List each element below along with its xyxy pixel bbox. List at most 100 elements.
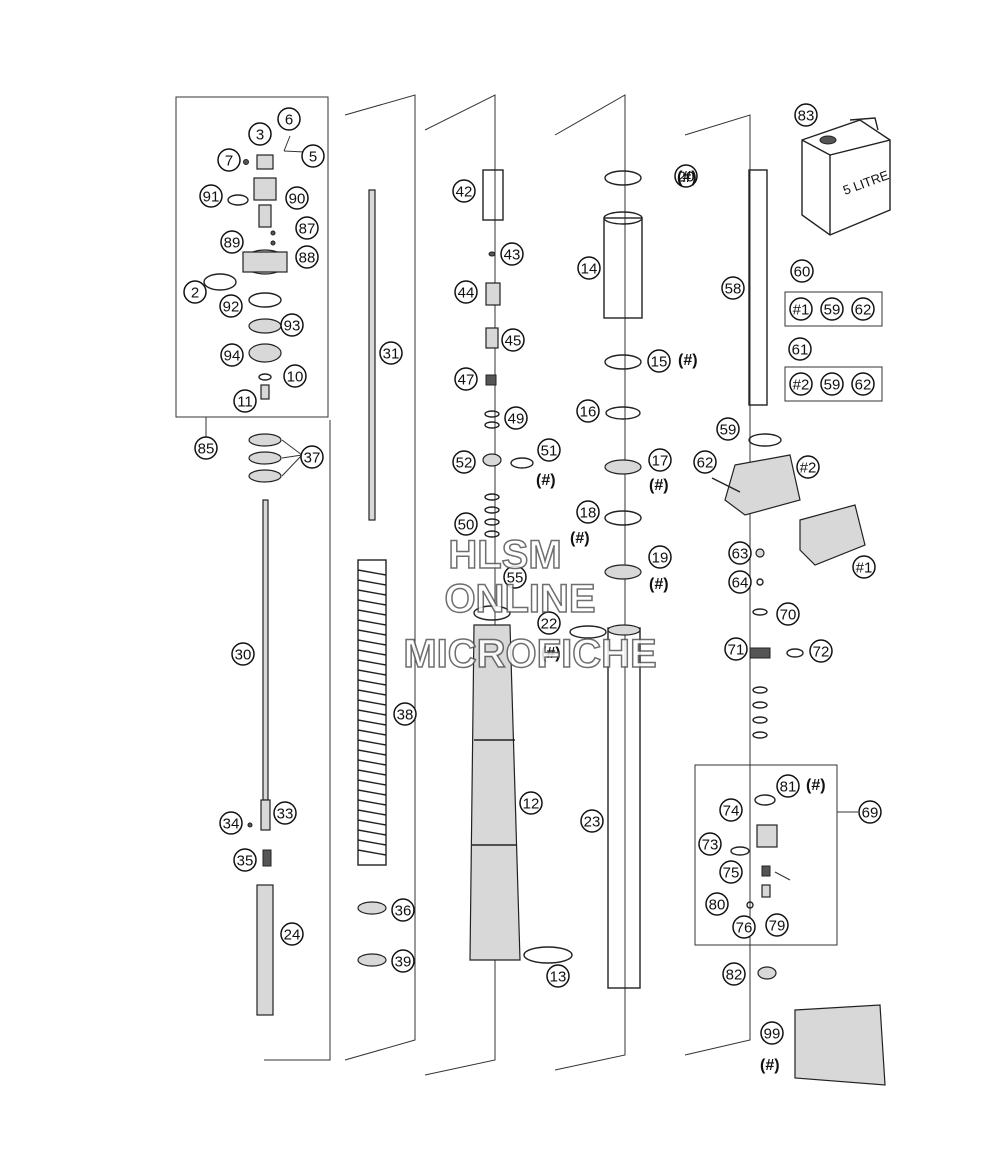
callout-number: 90: [289, 191, 306, 208]
hash-marker: (#): [570, 530, 590, 547]
callout-81: 81: [776, 774, 800, 798]
callout-number: 5: [309, 149, 317, 166]
damper-rod-assembly: [247, 499, 274, 1016]
kit-item-text: #1: [793, 302, 810, 319]
callout-18: 18: [576, 500, 600, 524]
hash-marker: (#): [678, 352, 698, 369]
spring-column: [357, 189, 387, 967]
callout-23: 23: [580, 809, 604, 833]
callout-36: 36: [391, 898, 415, 922]
inner-tube-column: [469, 169, 573, 964]
kit-item-text: #2: [793, 377, 810, 394]
callout-82: 82: [722, 962, 746, 986]
hash-marker: (#): [541, 645, 561, 662]
callout-70: 70: [776, 602, 800, 626]
callout-number: 19: [652, 550, 669, 567]
callout-33: 33: [273, 801, 297, 825]
callout-number: 60: [794, 264, 811, 281]
callout-44: 44: [454, 280, 478, 304]
callout-number: 88: [299, 250, 316, 267]
callout-number: 31: [383, 346, 400, 363]
callout-number: 94: [224, 348, 241, 365]
variant-text: #2: [800, 460, 817, 477]
callout-10: 10: [283, 364, 307, 388]
callout-80: 80: [705, 892, 729, 916]
variant-label: #1: [852, 555, 876, 579]
callout-number: 6: [285, 112, 293, 129]
callout-14: 14: [577, 256, 601, 280]
callout-number: 3: [256, 127, 264, 144]
callout-number: 14: [581, 261, 598, 278]
callout-number: 2: [191, 285, 199, 302]
variant-label-layer: #2 #1: [796, 455, 876, 579]
callout-number: 87: [299, 221, 316, 238]
callout-number: 73: [702, 837, 719, 854]
callout-16: 16: [576, 399, 600, 423]
callout-24: 24: [280, 922, 304, 946]
callout-12: 12: [519, 791, 543, 815]
callout-11: 11: [233, 389, 257, 413]
callout-37: 37: [300, 445, 324, 469]
callout-number: 44: [458, 285, 475, 302]
callout-number: 58: [725, 281, 742, 298]
callout-number: 7: [225, 153, 233, 170]
kit-item-text: 59: [824, 377, 841, 394]
callout-6: 6: [277, 107, 301, 131]
callout-3: 3: [248, 122, 272, 146]
callout-number: 34: [223, 816, 240, 833]
hash-marker: (#): [677, 169, 697, 186]
callout-76: 76: [732, 915, 756, 939]
callout-number: 39: [395, 954, 412, 971]
kit-60-item: #1: [789, 297, 813, 321]
callout-number: 35: [237, 853, 254, 870]
callout-47: 47: [454, 367, 478, 391]
callout-20: 20: [674, 164, 698, 188]
hash-marker: (#): [649, 576, 669, 593]
kit-60-item: 59: [820, 297, 844, 321]
callout-94: 94: [220, 343, 244, 367]
hash-marker: (#): [649, 477, 669, 494]
callout-number: 81: [780, 779, 797, 796]
callout-52: 52: [452, 450, 476, 474]
callout-60: 60: [790, 259, 814, 283]
callout-number: 93: [284, 318, 301, 335]
callout-number: 75: [723, 865, 740, 882]
callout-64: 64: [728, 570, 752, 594]
callout-number: 23: [584, 814, 601, 831]
callout-number: 76: [736, 920, 753, 937]
callout-91: 91: [199, 184, 223, 208]
callout-61: 61: [788, 337, 812, 361]
callout-number: 62: [697, 455, 714, 472]
callout-number: 42: [456, 184, 473, 201]
callout-number: 30: [235, 647, 252, 664]
callout-5: 5: [301, 144, 325, 168]
callout-72: 72: [809, 639, 833, 663]
kit-61-item: #2: [789, 372, 813, 396]
kit-60-item: 62: [851, 297, 875, 321]
callout-number: 37: [304, 450, 321, 467]
callout-number: 69: [862, 805, 879, 822]
kit-boxes: [784, 291, 883, 402]
callout-number: 43: [504, 247, 521, 264]
callout-85: 85: [194, 436, 218, 460]
callout-number: 89: [224, 235, 241, 252]
callout-34: 34: [219, 811, 243, 835]
callout-number: 71: [728, 642, 745, 659]
hash-marker: (#): [806, 777, 826, 794]
leader-lines: [205, 135, 858, 881]
cap-assembly: [203, 154, 288, 483]
hash-marker-layer: (#)(#)(#)(#)(#)(#)(#)(#)(#): [536, 169, 826, 1074]
callout-63: 63: [728, 541, 752, 565]
callout-number: 92: [223, 299, 240, 316]
callout-90: 90: [285, 186, 309, 210]
kit-item-text: 62: [855, 302, 872, 319]
callout-92: 92: [219, 294, 243, 318]
callout-number: 74: [723, 803, 740, 820]
callout-number: 33: [277, 806, 294, 823]
outer-tube-column: [569, 170, 643, 989]
variant-label: #2: [796, 455, 820, 479]
watermark: HLSM ONLINE MICROFICHE: [403, 532, 658, 677]
callout-89: 89: [220, 230, 244, 254]
